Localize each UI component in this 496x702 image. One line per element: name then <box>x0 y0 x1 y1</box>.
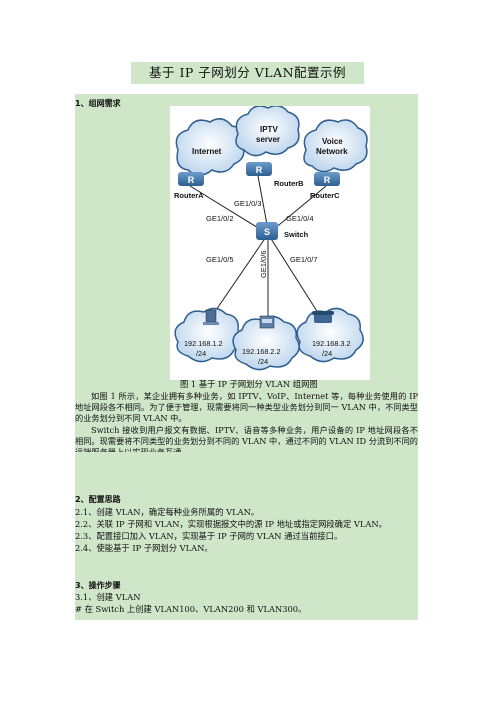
paragraph-1: 如图 1 所示，某企业拥有多种业务，如 IPTV、VoIP、Internet 等… <box>75 391 418 424</box>
links <box>189 175 327 322</box>
cloud-iptv-server <box>235 105 300 157</box>
cloud-label-voice: Voice <box>322 137 343 146</box>
section-heading-steps: 3、操作步骤 <box>75 581 121 590</box>
host-ip-1: 192.168.1.2 <box>184 339 223 348</box>
cloud-label-internet: Internet <box>192 147 222 156</box>
port-label-ge106: GE1/0/6 <box>259 250 268 278</box>
network-diagram: Internet IPTV server Voice Network R R R… <box>170 105 370 380</box>
port-label-ge102: GE1/0/2 <box>206 214 234 223</box>
pc-icon <box>203 309 219 325</box>
approach-item-3: 2.3、配置接口加入 VLAN，实现基于 IP 子网的 VLAN 通过当前接口。 <box>75 531 343 541</box>
page-title: 基于 IP 子网划分 VLAN配置示例 <box>131 62 364 84</box>
content-panel: 1、组网需求 <box>75 94 418 457</box>
cloud-label-iptv: IPTV <box>260 125 278 134</box>
port-label-ge105: GE1/0/5 <box>206 255 234 264</box>
router-icon-c: R <box>314 172 340 186</box>
port-label-ge104: GE1/0/4 <box>286 214 314 223</box>
router-label-a: RouterA <box>174 191 204 200</box>
approach-item-2: 2.2、关联 IP 子网和 VLAN，实现根据报文中的源 IP 地址或指定网段确… <box>75 519 387 529</box>
step-subheading: 3.1、创建 VLAN <box>75 592 141 602</box>
svg-text:S: S <box>264 227 270 237</box>
approach-item-1: 2.1、创建 VLAN，确定每种业务所属的 VLAN。 <box>75 507 260 517</box>
section-heading-approach: 2、配置思路 <box>75 495 121 504</box>
cloud-label-network: Network <box>316 147 348 156</box>
cloud-host-3 <box>296 307 364 363</box>
section-heading-requirements: 1、组网需求 <box>75 99 121 108</box>
cloud-label-server: server <box>256 135 280 144</box>
router-label-c: RouterC <box>310 191 340 200</box>
switch-label: Switch <box>284 230 309 239</box>
host-ip-2: 192.168.2.2 <box>242 347 281 356</box>
svg-text:R: R <box>256 165 263 175</box>
cloud-host-1 <box>174 307 242 363</box>
port-label-ge103: GE1/0/3 <box>234 199 262 208</box>
switch-icon: S <box>256 222 278 240</box>
port-label-ge107: GE1/0/7 <box>290 255 318 264</box>
set-top-box-icon <box>259 315 275 329</box>
svg-text:R: R <box>188 175 195 185</box>
router-label-b: RouterB <box>274 179 304 188</box>
approach-item-4: 2.4、使能基于 IP 子网划分 VLAN。 <box>75 543 213 553</box>
cloud-voice-network <box>303 119 368 173</box>
host-mask-3: /24 <box>322 349 332 358</box>
router-icon-a: R <box>178 172 204 186</box>
step-line: # 在 Switch 上创建 VLAN100、VLAN200 和 VLAN300… <box>75 604 307 614</box>
figure-caption: 图 1 基于 IP 子网划分 VLAN 组网图 <box>180 379 318 389</box>
host-ip-3: 192.168.3.2 <box>312 339 351 348</box>
router-icon-b: R <box>246 162 272 176</box>
host-mask-1: /24 <box>196 349 206 358</box>
content-panel-continued: 2、配置思路 2.1、创建 VLAN，确定每种业务所属的 VLAN。 2.2、关… <box>75 452 418 620</box>
svg-text:R: R <box>324 175 331 185</box>
phone-icon <box>312 311 334 323</box>
host-mask-2: /24 <box>258 357 268 366</box>
cloud-host-2 <box>232 315 300 371</box>
